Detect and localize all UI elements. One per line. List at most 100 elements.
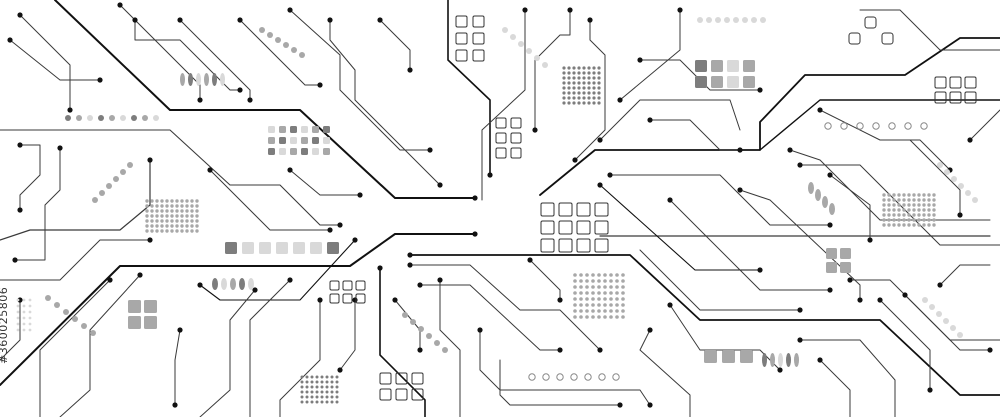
dot-matrix-cell [902,193,906,197]
dot-matrix-cell [330,380,334,384]
circuit-trace [439,279,461,417]
chip-pad-filled [740,350,753,363]
dot-row-cell [733,17,739,23]
circuit-node [377,17,383,23]
dot-matrix-cell [592,66,596,70]
dot-matrix-cell [145,214,149,218]
circuit-trace [829,174,871,241]
dot-matrix-cell [932,193,936,197]
dot-matrix-cell [150,199,154,203]
circuit-node [317,82,323,88]
circuit-node [352,297,358,303]
circuit-node [392,297,398,303]
circuit-node [967,137,973,143]
circuit-node [667,302,673,308]
dot-matrix-cell [577,96,581,100]
dot-matrix-cell [567,96,571,100]
dot-matrix-cell [922,193,926,197]
dot-matrix-cell [562,86,566,90]
chip-pad-filled [225,242,237,254]
dot-matrix-cell [887,208,891,212]
dot-row-cell [131,115,137,121]
pad-ring [840,122,848,130]
dot-matrix-cell [927,203,931,207]
dot-matrix-cell [902,203,906,207]
circuit-trace [409,264,601,351]
dot-matrix-cell [892,218,896,222]
dot-matrix-cell [155,229,159,233]
dot-row-cell [54,302,60,308]
chip-pad-filled [743,60,755,72]
dot-matrix-cell [22,328,26,332]
chip-pill [786,353,791,367]
dot-matrix-cell [907,213,911,217]
dot-matrix-cell [573,309,577,313]
circuit-node [572,157,578,163]
chip-pad-filled [323,137,330,144]
chip-pill [204,73,209,86]
dot-row-cell [291,47,297,53]
dot-row-cell [526,48,532,54]
dot-matrix-cell [603,309,607,313]
dot-matrix-cell [315,375,319,379]
dot-matrix-cell [591,279,595,283]
circuit-node [757,267,763,273]
dot-matrix-cell [609,291,613,295]
chip-pad-filled [727,60,739,72]
dot-matrix-cell [907,203,911,207]
chip-pad-filled [323,126,330,133]
dot-matrix-cell [160,224,164,228]
circuit-trace [19,14,71,111]
circuit-node [487,172,493,178]
pad-ring [584,373,592,381]
chip-pad-outline [495,117,507,129]
dot-row-cell [706,17,712,23]
dot-matrix-cell [902,223,906,227]
circuit-node [177,327,183,333]
dot-matrix-cell [603,273,607,277]
dot-matrix-cell [562,91,566,95]
circuit-trace [799,339,896,417]
circuit-node [317,297,323,303]
circuit-node [12,257,18,263]
chip-pad-outline [411,388,424,401]
dot-matrix-cell [585,291,589,295]
circuit-node [597,347,603,353]
circuit-node [237,17,243,23]
dot-matrix-cell [882,223,886,227]
dot-matrix-cell [325,385,329,389]
dot-matrix-cell [16,322,20,326]
dot-matrix-cell [597,101,601,105]
circuit-node [472,231,478,237]
chip-pad-outline [455,49,468,62]
chip-pad-outline [558,202,573,217]
circuit-node [597,182,603,188]
circuit-node [417,282,423,288]
dot-matrix-cell [572,81,576,85]
dot-matrix-cell [567,91,571,95]
dot-matrix-cell [562,76,566,80]
dot-matrix-cell [597,86,601,90]
dot-row-cell [957,332,963,338]
circuit-trace [419,284,561,351]
circuit-node [17,142,23,148]
dot-row-cell [418,326,424,332]
circuit-trace [479,329,651,406]
dot-matrix-cell [597,309,601,313]
dot-matrix-cell [330,395,334,399]
chip-pill [794,353,799,367]
dot-row-cell [760,17,766,23]
dot-matrix-cell [582,71,586,75]
dot-matrix-cell [310,380,314,384]
dot-matrix-cell [180,204,184,208]
chip-pad-filled [327,242,339,254]
dot-row-cell [937,162,943,168]
dot-matrix-cell [562,66,566,70]
dot-matrix-cell [597,303,601,307]
dot-matrix-cell [587,101,591,105]
circuit-trace [409,254,1000,396]
dot-matrix-cell [577,71,581,75]
chip-pad-filled [727,76,739,88]
